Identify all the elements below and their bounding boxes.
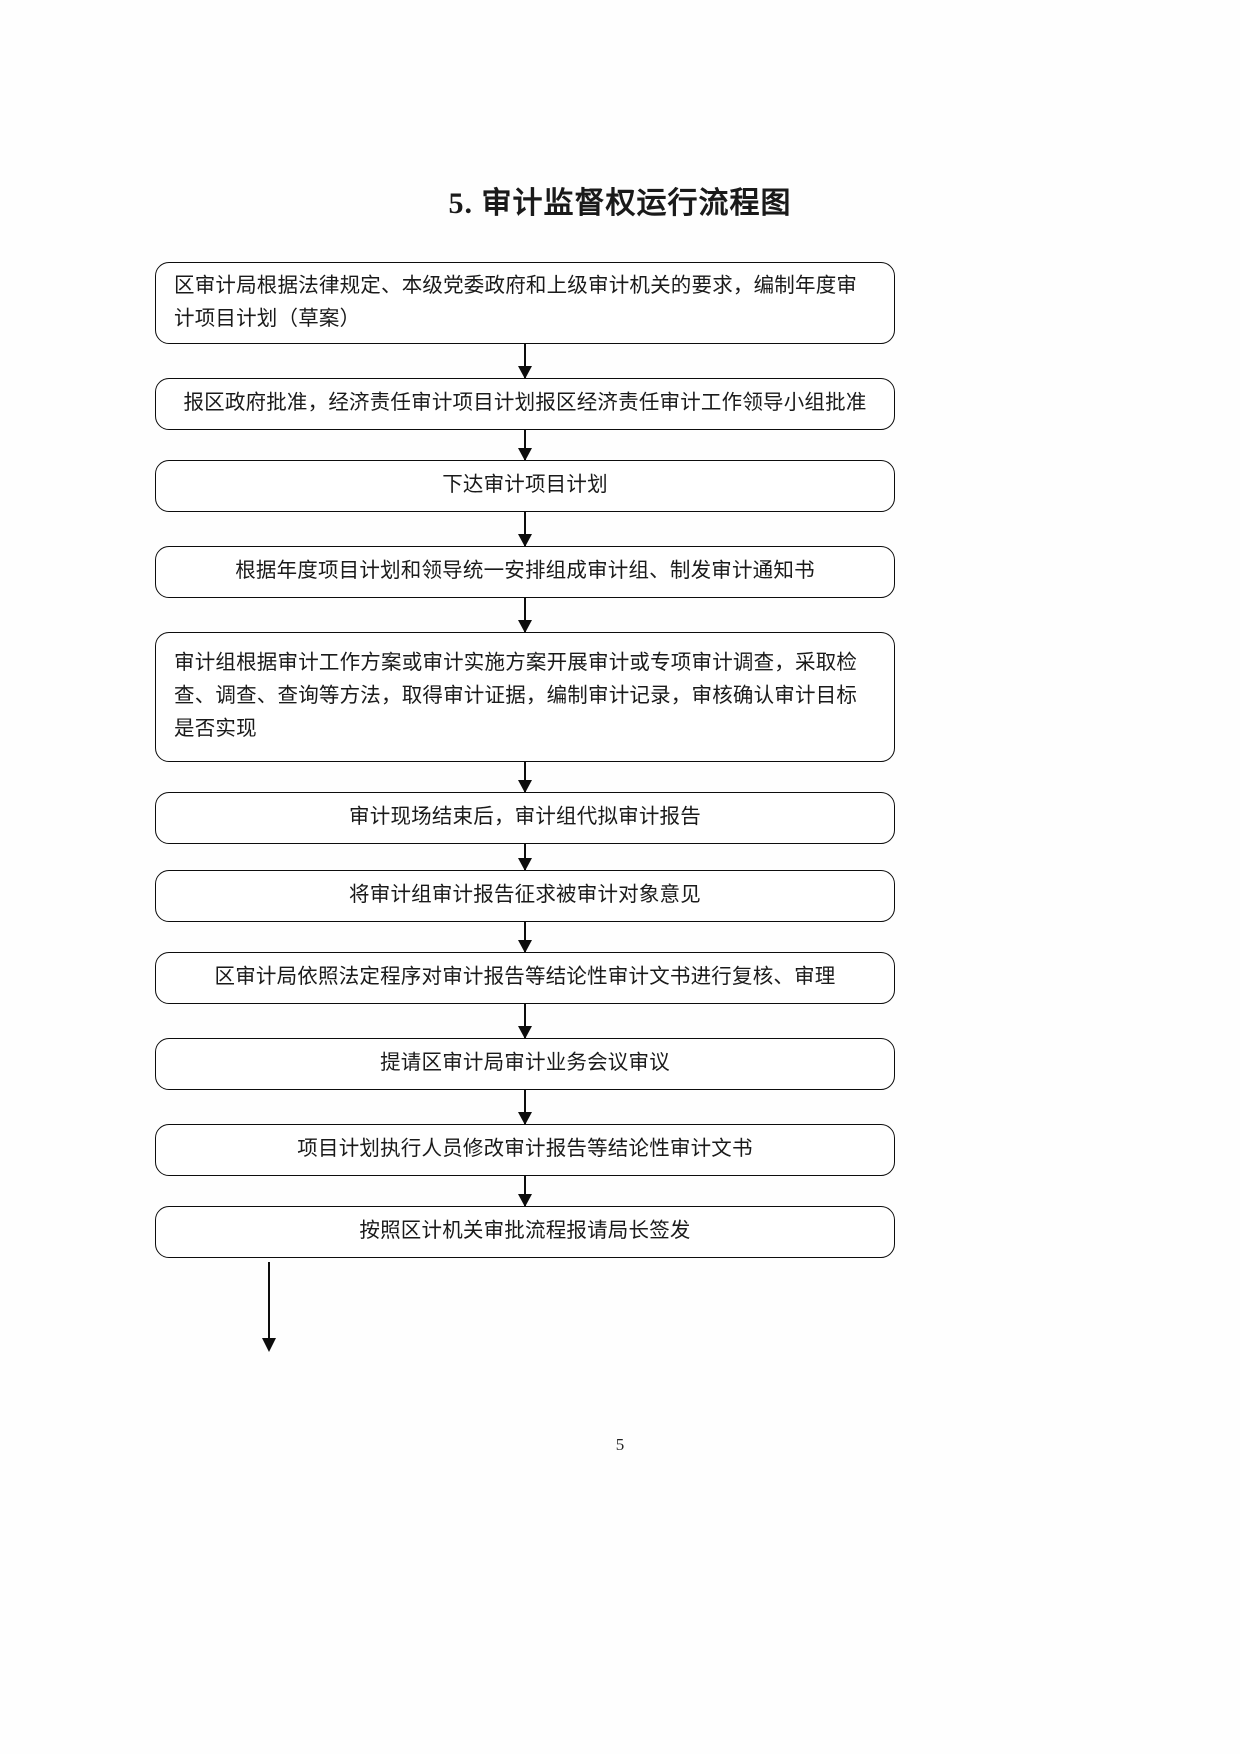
connector-5-6 [155, 762, 895, 793]
flow-node-11-label: 按照区计机关审批流程报请局长签发 [359, 1220, 691, 1243]
arrow-head-icon [518, 780, 532, 793]
connector-6-7 [155, 844, 895, 871]
arrow-head-icon [262, 1338, 277, 1352]
flow-node-1-label: 区审计局根据法律规定、本级党委政府和上级审计机关的要求，编制年度审计项目计划（草… [174, 274, 858, 330]
arrow-head-icon [518, 1112, 532, 1125]
flow-node-4-label: 根据年度项目计划和领导统一安排组成审计组、制发审计通知书 [235, 560, 815, 583]
flow-node-8-label: 区审计局依照法定程序对审计报告等结论性审计文书进行复核、审理 [214, 966, 836, 989]
flow-node-2[interactable]: 报区政府批准，经济责任审计项目计划报区经济责任审计工作领导小组批准 [155, 378, 895, 430]
flow-node-7[interactable]: 将审计组审计报告征求被审计对象意见 [155, 870, 895, 922]
arrow-line [518, 1090, 532, 1125]
connector-7-8 [155, 922, 895, 953]
arrow-line [518, 1176, 532, 1207]
arrow-head-icon [518, 620, 532, 633]
page-title: 5. 审计监督权运行流程图 [448, 187, 792, 220]
flow-node-5-label: 审计组根据审计工作方案或审计实施方案开展审计或专项审计调查，采取检查、调查、查询… [174, 652, 858, 741]
flow-node-2-label: 报区政府批准，经济责任审计项目计划报区经济责任审计工作领导小组批准 [183, 392, 867, 415]
flowchart: 区审计局根据法律规定、本级党委政府和上级审计机关的要求，编制年度审计项目计划（草… [155, 262, 895, 1258]
flow-node-3-label: 下达审计项目计划 [442, 474, 608, 497]
flow-node-7-label: 将审计组审计报告征求被审计对象意见 [349, 884, 701, 907]
flow-node-11[interactable]: 按照区计机关审批流程报请局长签发 [155, 1206, 895, 1258]
arrow-line [518, 922, 532, 953]
connector-4-5 [155, 598, 895, 633]
connector-9-10 [155, 1090, 895, 1125]
arrow-head-icon [518, 366, 532, 379]
arrow-line [518, 1004, 532, 1039]
flow-node-6-label: 审计现场结束后，审计组代拟审计报告 [349, 806, 701, 829]
arrow-head-icon [518, 534, 532, 547]
flow-node-6[interactable]: 审计现场结束后，审计组代拟审计报告 [155, 792, 895, 844]
flow-node-4[interactable]: 根据年度项目计划和领导统一安排组成审计组、制发审计通知书 [155, 546, 895, 598]
connector-2-3 [155, 430, 895, 461]
arrow-line [518, 598, 532, 633]
arrow-head-icon [518, 858, 532, 871]
connector-10-11 [155, 1176, 895, 1207]
arrow-head-icon [518, 448, 532, 461]
flow-node-10[interactable]: 项目计划执行人员修改审计报告等结论性审计文书 [155, 1124, 895, 1176]
connector-1-2 [155, 344, 895, 379]
arrow-head-icon [518, 1026, 532, 1039]
flow-node-9-label: 提请区审计局审计业务会议审议 [380, 1052, 670, 1075]
flow-node-5[interactable]: 审计组根据审计工作方案或审计实施方案开展审计或专项审计调查，采取检查、调查、查询… [155, 632, 895, 762]
arrow-line [518, 762, 532, 793]
arrow-head-icon [518, 1194, 532, 1207]
flow-node-3[interactable]: 下达审计项目计划 [155, 460, 895, 512]
arrow-line [518, 512, 532, 547]
page-number: 5 [615, 1435, 625, 1454]
flow-node-8[interactable]: 区审计局依照法定程序对审计报告等结论性审计文书进行复核、审理 [155, 952, 895, 1004]
connector-8-9 [155, 1004, 895, 1039]
continuation-arrow [262, 1262, 277, 1352]
flow-node-9[interactable]: 提请区审计局审计业务会议审议 [155, 1038, 895, 1090]
arrow-line [518, 844, 532, 871]
arrow-line [518, 430, 532, 461]
flow-node-1[interactable]: 区审计局根据法律规定、本级党委政府和上级审计机关的要求，编制年度审计项目计划（草… [155, 262, 895, 344]
flow-node-10-label: 项目计划执行人员修改审计报告等结论性审计文书 [297, 1138, 753, 1161]
connector-3-4 [155, 512, 895, 547]
arrow-head-icon [518, 940, 532, 953]
arrow-line [518, 344, 532, 379]
